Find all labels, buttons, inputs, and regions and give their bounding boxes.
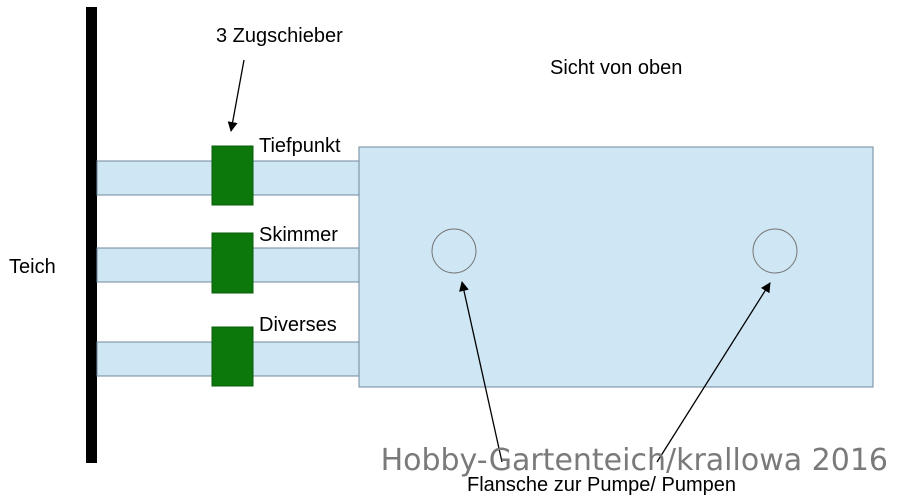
label-view: Sicht von oben — [550, 57, 682, 79]
label-pond: Teich — [9, 256, 56, 278]
pump-chamber — [358, 146, 874, 388]
label-pipe-misc: Diverses — [259, 314, 337, 336]
arrow-to-valve — [227, 59, 245, 132]
gate-valve-lowpoint — [211, 145, 254, 206]
flange-left — [431, 228, 477, 274]
arrow-to-flange-right — [656, 282, 771, 463]
pond-wall — [86, 7, 97, 463]
label-flanges: Flansche zur Pumpe/ Pumpen — [467, 474, 736, 496]
label-pipe-skimmer: Skimmer — [259, 224, 338, 246]
gate-valve-misc — [211, 326, 254, 387]
label-gate-valves: 3 Zugschieber — [216, 25, 343, 47]
watermark: Hobby-Gartenteich/krallowa 2016 — [381, 443, 888, 478]
flange-right — [752, 228, 798, 274]
label-pipe-lowpoint: Tiefpunkt — [259, 135, 341, 157]
gate-valve-skimmer — [211, 232, 254, 294]
arrow-to-flange-left — [459, 281, 503, 463]
